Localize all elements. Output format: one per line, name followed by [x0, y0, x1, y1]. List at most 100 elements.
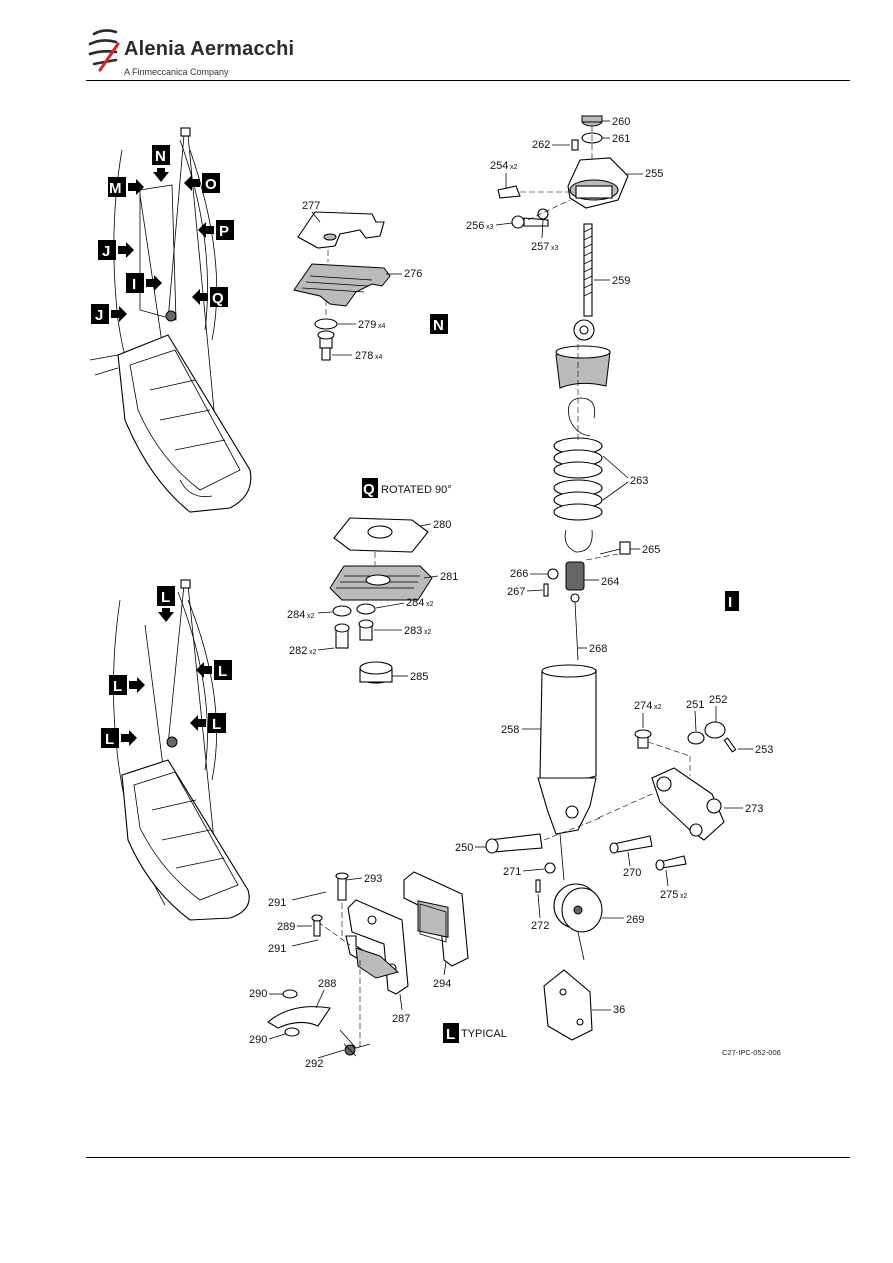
part-294-label: 294 [433, 978, 451, 990]
part-253-label: 253 [755, 744, 773, 756]
page-header: Alenia Aermacchi A Finmeccanica Company [0, 0, 893, 82]
svg-text:M: M [109, 180, 122, 197]
part-272-label: 272 [531, 920, 549, 932]
part-278-label: 278 [355, 350, 373, 362]
part-259-label: 259 [612, 275, 630, 287]
svg-text:N: N [433, 317, 444, 334]
part-291a-label: 291 [268, 897, 286, 909]
part-290a-label: 290 [249, 988, 267, 1000]
part-254-label: 254 [490, 160, 508, 172]
part-257-label: 257 [531, 241, 549, 253]
detail-l-caption: TYPICAL [461, 1028, 507, 1040]
part-273-label: 273 [745, 803, 763, 815]
view-tag-i-top: I [126, 273, 162, 293]
part-266-label: 266 [510, 568, 528, 580]
brand-subtitle: A Finmeccanica Company [124, 67, 229, 77]
part-261-label: 261 [612, 133, 630, 145]
detail-tag-n: N [430, 314, 448, 334]
part-256-label: 256 [466, 220, 484, 232]
part-250-label: 250 [455, 842, 473, 854]
part-36-label: 36 [613, 1004, 625, 1016]
header-rule [86, 80, 850, 81]
footer-rule [86, 1157, 850, 1158]
view-tag-l-right-lower: L [190, 713, 226, 733]
part-287-label: 287 [392, 1013, 410, 1025]
view-tag-n-top: N [152, 145, 170, 182]
view-tag-l-left-upper: L [109, 675, 145, 695]
part-257-qty: x3 [551, 245, 559, 252]
view-tag-l-left-lower: L [101, 728, 137, 748]
svg-text:I: I [728, 594, 732, 611]
detail-i-assembly [485, 115, 737, 1041]
part-251-label: 251 [686, 699, 704, 711]
part-277-label: 277 [302, 200, 320, 212]
part-288-label: 288 [318, 978, 336, 990]
part-262-label: 262 [532, 139, 550, 151]
part-275-qty: x2 [680, 893, 688, 900]
detail-tag-q: Q [362, 478, 378, 498]
view-tag-o: O [184, 173, 220, 193]
svg-text:O: O [205, 176, 217, 193]
svg-text:L: L [161, 589, 170, 606]
view-tag-m: M [108, 177, 144, 197]
part-258-label: 258 [501, 724, 519, 736]
svg-text:L: L [113, 678, 122, 695]
part-282-label: 282 [289, 645, 307, 657]
part-291b-label: 291 [268, 943, 286, 955]
detail-tag-i: I [725, 591, 739, 611]
fuselage-view-top [89, 127, 252, 513]
part-278-qty: x4 [375, 354, 383, 361]
part-283-qty: x2 [424, 629, 432, 636]
part-283-label: 283 [404, 625, 422, 637]
part-281-label: 281 [440, 571, 458, 583]
part-279-label: 279 [358, 319, 376, 331]
part-284b-label: 284 [406, 597, 424, 609]
part-275-label: 275 [660, 889, 678, 901]
svg-text:J: J [102, 243, 110, 260]
drawing-reference: C27-IPC-052-006 [722, 1048, 781, 1057]
part-260-label: 260 [612, 116, 630, 128]
part-289-label: 289 [277, 921, 295, 933]
svg-text:L: L [105, 731, 114, 748]
view-tag-j-lower: J [91, 304, 127, 324]
part-292-label: 292 [305, 1058, 323, 1070]
view-tag-j-upper: J [98, 240, 134, 260]
fuselage-view-bottom [113, 579, 250, 921]
part-282-qty: x2 [309, 649, 317, 656]
view-tag-q-top: Q [192, 287, 228, 307]
brand-name: Alenia Aermacchi [124, 38, 295, 60]
detail-tag-l: L [443, 1023, 459, 1043]
svg-text:L: L [218, 663, 227, 680]
view-tag-l-right-upper: L [196, 660, 232, 680]
part-254-qty: x2 [510, 164, 518, 171]
part-279-qty: x4 [378, 323, 386, 330]
svg-text:L: L [446, 1026, 455, 1043]
detail-q-caption: ROTATED 90° [381, 484, 452, 496]
part-290b-label: 290 [249, 1034, 267, 1046]
svg-text:I: I [132, 276, 136, 293]
svg-text:Q: Q [212, 290, 224, 307]
part-267-label: 267 [507, 586, 525, 598]
part-270-label: 270 [623, 867, 641, 879]
svg-text:Q: Q [363, 481, 375, 498]
svg-text:P: P [219, 223, 229, 240]
svg-text:N: N [155, 148, 166, 165]
part-268-label: 268 [589, 643, 607, 655]
svg-text:J: J [95, 307, 103, 324]
part-256-qty: x3 [486, 224, 494, 231]
detail-q-assembly [329, 517, 433, 684]
part-284a-label: 284 [287, 609, 305, 621]
view-tag-p: P [198, 220, 234, 240]
part-274-qty: x2 [654, 704, 662, 711]
alenia-logo-icon [88, 29, 120, 72]
part-252-label: 252 [709, 694, 727, 706]
part-284a-qty: x2 [307, 613, 315, 620]
part-264-label: 264 [601, 576, 619, 588]
part-255-label: 255 [645, 168, 663, 180]
part-271-label: 271 [503, 866, 521, 878]
part-265-label: 265 [642, 544, 660, 556]
part-269-label: 269 [626, 914, 644, 926]
part-280-label: 280 [433, 519, 451, 531]
part-285-label: 285 [410, 671, 428, 683]
